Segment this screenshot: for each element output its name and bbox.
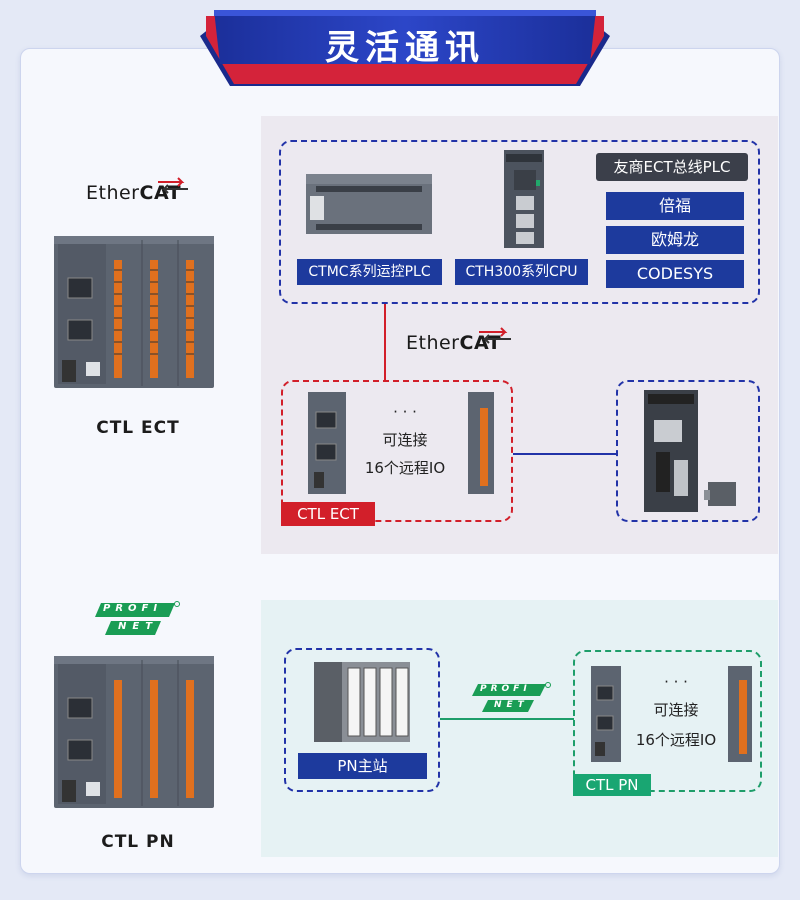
ctl-pn-device-image [54, 656, 214, 808]
ethercat-logo-panel: EtherCAT [406, 332, 501, 354]
pn-remote-line1: 可连接 [653, 701, 699, 719]
ect-remote-box [281, 380, 513, 522]
ctl-ect-label: CTL ECT [96, 418, 180, 438]
pn-master-plc-image [314, 662, 410, 742]
pn-remote-tag: CTL PN [573, 774, 651, 796]
ethercat-arrows-icon [158, 177, 188, 194]
ethercat-logo-panel-cat: CAT [459, 332, 502, 354]
ethercat-logo-cat: CAT [139, 182, 182, 204]
ethercat-connector-line [384, 304, 386, 380]
title-banner: 灵活通讯 [200, 6, 610, 88]
ctl-pn-label: CTL PN [101, 832, 175, 852]
servo-drive-box [616, 380, 760, 522]
third-party-item-beckhoff: 倍福 [606, 192, 744, 220]
ethercat-logo-panel-ether: Ether [406, 332, 460, 354]
pn-remote-box [573, 650, 762, 792]
ect-remote-line2: 16个远程IO [364, 459, 446, 477]
pn-master-label: PN主站 [298, 753, 427, 779]
profinet-logo-net: NET [118, 621, 159, 632]
cth300-label: CTH300系列CPU [455, 259, 588, 285]
profinet-logo-profi: PROFI [103, 603, 163, 614]
ethercat-logo-ether: Ether [86, 182, 140, 204]
banner-shape [200, 10, 610, 86]
pn-master-box [284, 648, 440, 792]
ect-remote-dots: · · · [393, 403, 417, 421]
profinet-logo-icon [95, 601, 180, 635]
servo-connector-line [513, 453, 617, 455]
page-title: 灵活通讯 [325, 28, 485, 68]
third-party-item-codesys: CODESYS [606, 260, 744, 288]
cth300-cpu-image [504, 150, 544, 248]
ect-remote-tag: CTL ECT [281, 502, 375, 526]
pn-coupler-image [591, 666, 621, 762]
master-group-box [279, 140, 760, 304]
profinet-logo-icon-panel [472, 682, 551, 712]
pn-io-module-image [728, 666, 752, 762]
ctl-ect-device-image [54, 236, 214, 388]
profinet-connector-line [440, 718, 574, 720]
ect-coupler-image [308, 392, 346, 494]
servo-drive-image [644, 390, 736, 512]
ethercat-arrows-icon-panel [479, 327, 511, 344]
third-party-title: 友商ECT总线PLC [596, 153, 748, 181]
third-party-item-omron: 欧姆龙 [606, 226, 744, 254]
profinet-logo-panel-net: NET [494, 700, 529, 710]
pn-remote-dots: · · · [664, 673, 688, 691]
ctmc-label: CTMC系列运控PLC [297, 259, 442, 285]
profinet-logo-panel-profi: PROFI [480, 684, 531, 694]
ect-remote-line1: 可连接 [382, 431, 428, 449]
ect-io-module-image [468, 392, 494, 494]
pn-remote-line2: 16个远程IO [635, 731, 717, 749]
ctmc-plc-image [306, 174, 432, 234]
ethercat-logo: EtherCAT [86, 182, 181, 204]
